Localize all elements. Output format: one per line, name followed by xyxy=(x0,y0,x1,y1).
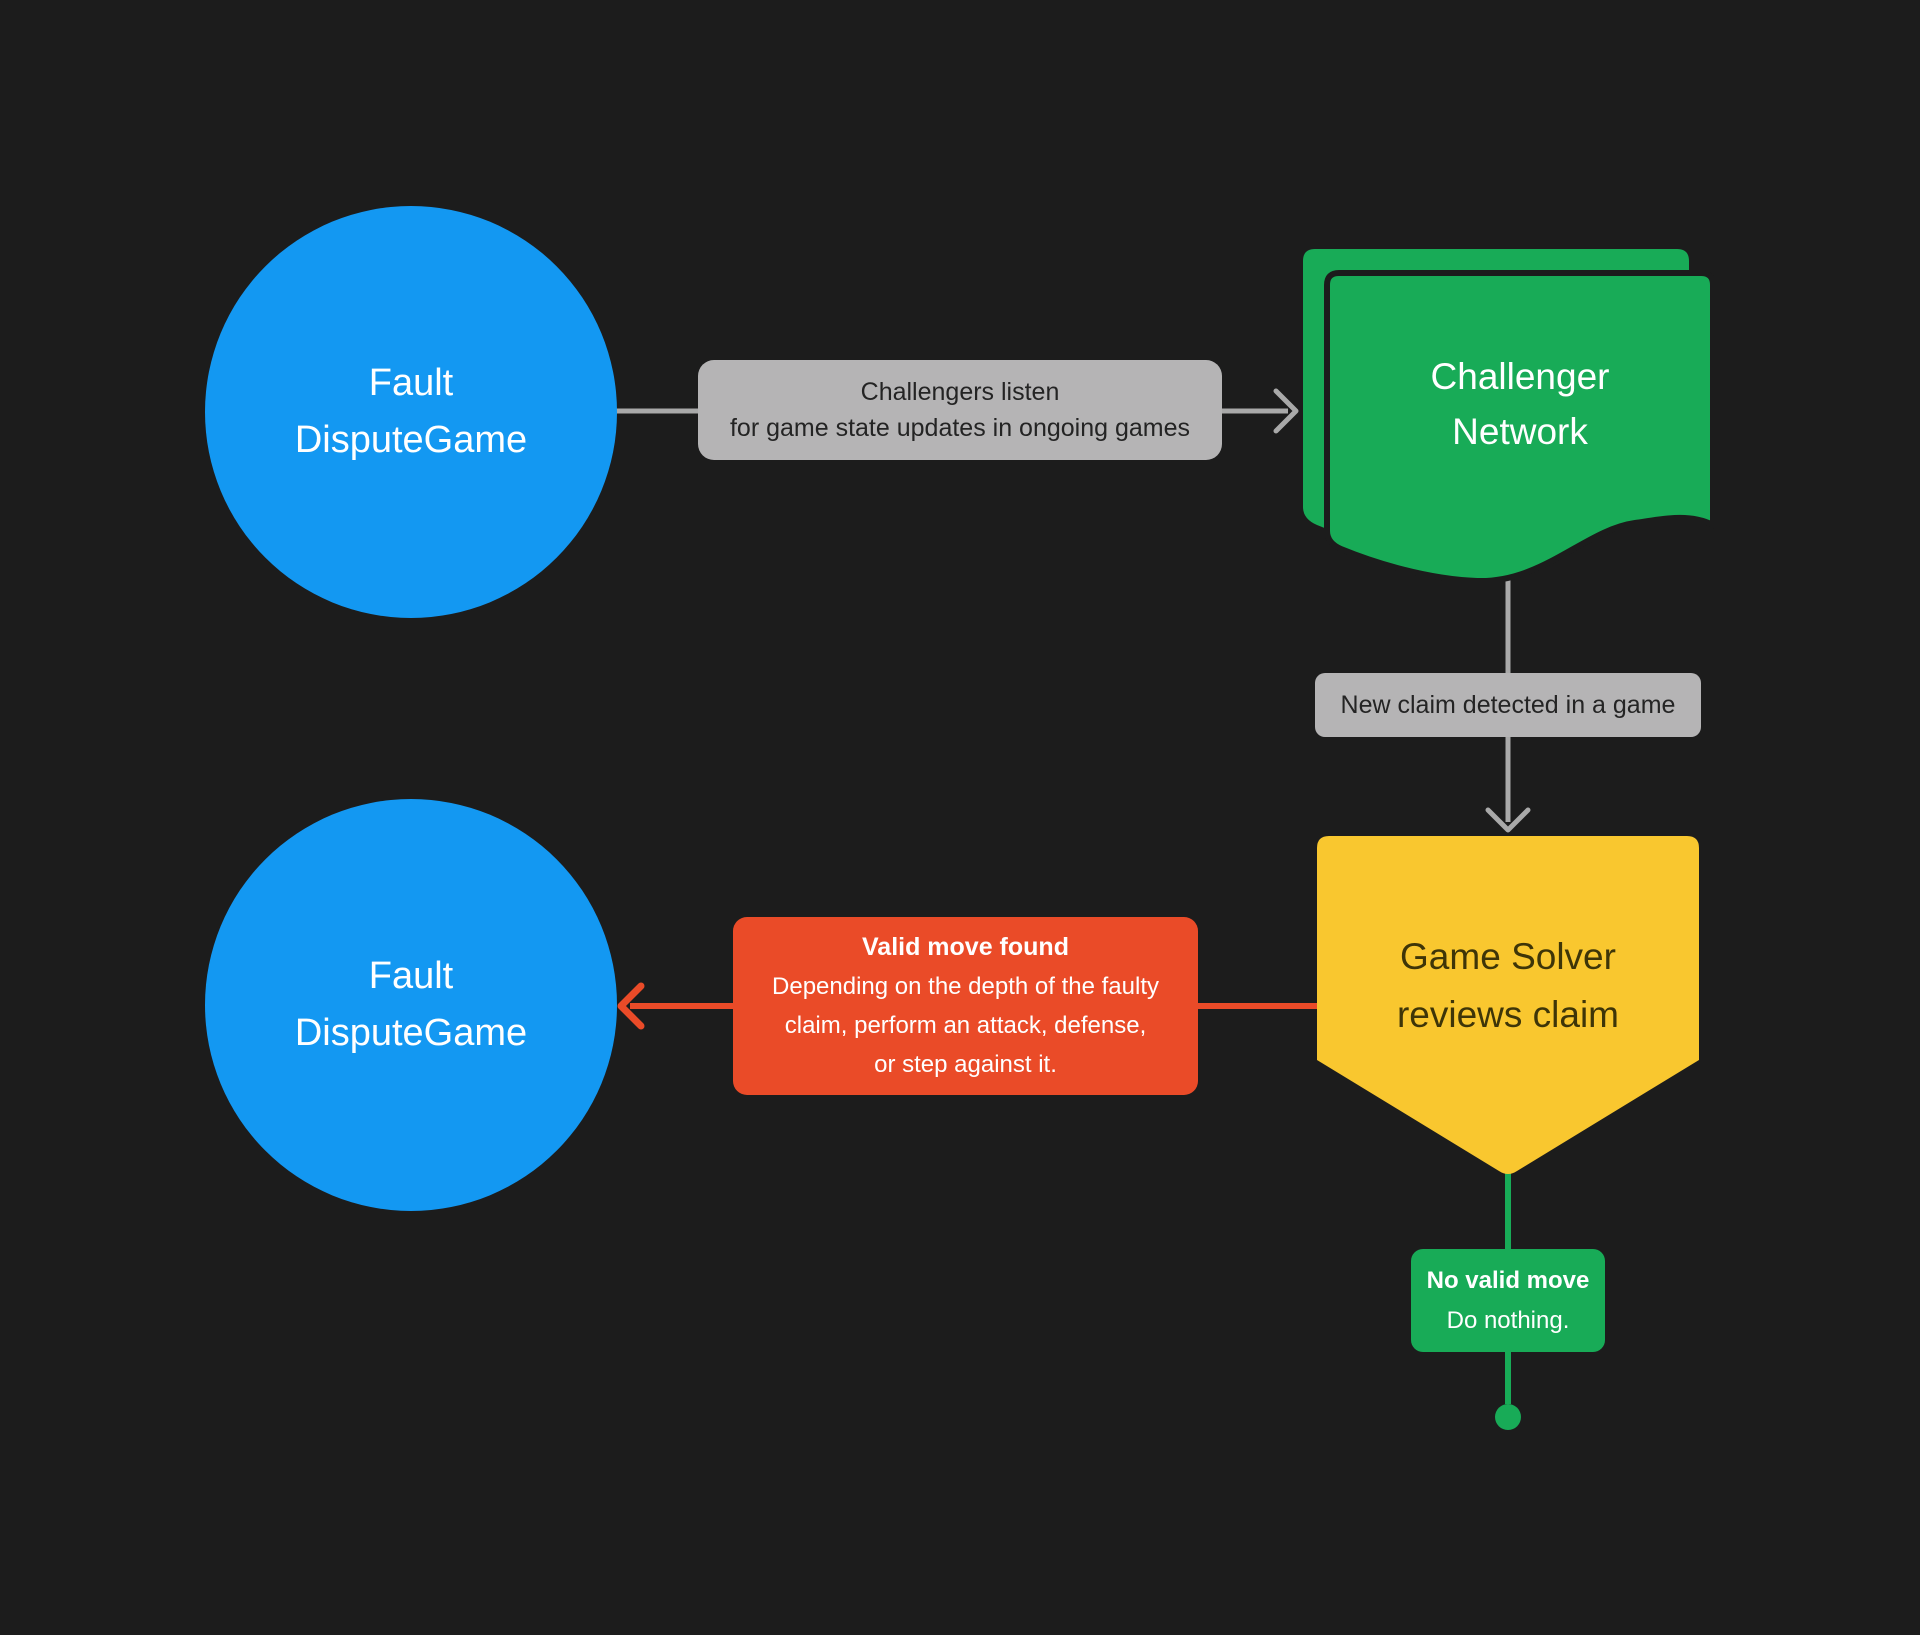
node-title-line: Network xyxy=(1452,411,1588,452)
callout-body-line: Do nothing. xyxy=(1446,1306,1570,1334)
edge-label-line: for game state updates in ongoing games xyxy=(729,414,1191,442)
callout-body-line: or step against it. xyxy=(874,1051,1057,1078)
node-fault-disputegame-top: Fault DisputeGame xyxy=(205,206,617,618)
game-solver-shape xyxy=(1317,836,1699,1174)
node-challenger-network: Challenger Network xyxy=(1327,273,1713,535)
arrowhead-down-icon xyxy=(1485,807,1531,833)
edge-label-new-claim: New claim detected in a game xyxy=(1315,673,1701,737)
end-dot xyxy=(1495,1404,1521,1430)
callout-body-line: claim, perform an attack, defense, xyxy=(784,1012,1147,1039)
edge-label-line: New claim detected in a game xyxy=(1340,691,1676,719)
node-title-line: Fault xyxy=(368,955,454,997)
challenger-network-shape xyxy=(1324,270,1716,585)
edge-label-no-valid-move: No valid move Do nothing. xyxy=(1411,1249,1605,1352)
callout-body-line: Depending on the depth of the faulty xyxy=(772,973,1159,1000)
node-title-line: Fault xyxy=(368,362,454,404)
edge-label-challengers-listen: Challengers listen for game state update… xyxy=(698,360,1222,460)
edge-label-valid-move: Valid move found Depending on the depth … xyxy=(733,917,1198,1095)
node-fault-disputegame-bottom: Fault DisputeGame xyxy=(205,799,617,1211)
node-title-line: DisputeGame xyxy=(294,419,528,461)
arrowhead-right-icon xyxy=(1273,388,1299,434)
arrowhead-left-icon xyxy=(617,982,645,1030)
callout-title: Valid move found xyxy=(862,933,1069,961)
node-game-solver: Game Solver reviews claim xyxy=(1317,836,1699,1136)
node-title-line: Game Solver xyxy=(1400,936,1616,977)
node-title-line: DisputeGame xyxy=(294,1012,528,1054)
node-title-line: reviews claim xyxy=(1396,994,1620,1035)
edge-label-line: Challengers listen xyxy=(860,378,1060,406)
callout-title: No valid move xyxy=(1426,1266,1590,1294)
node-title-line: Challenger xyxy=(1430,356,1610,397)
